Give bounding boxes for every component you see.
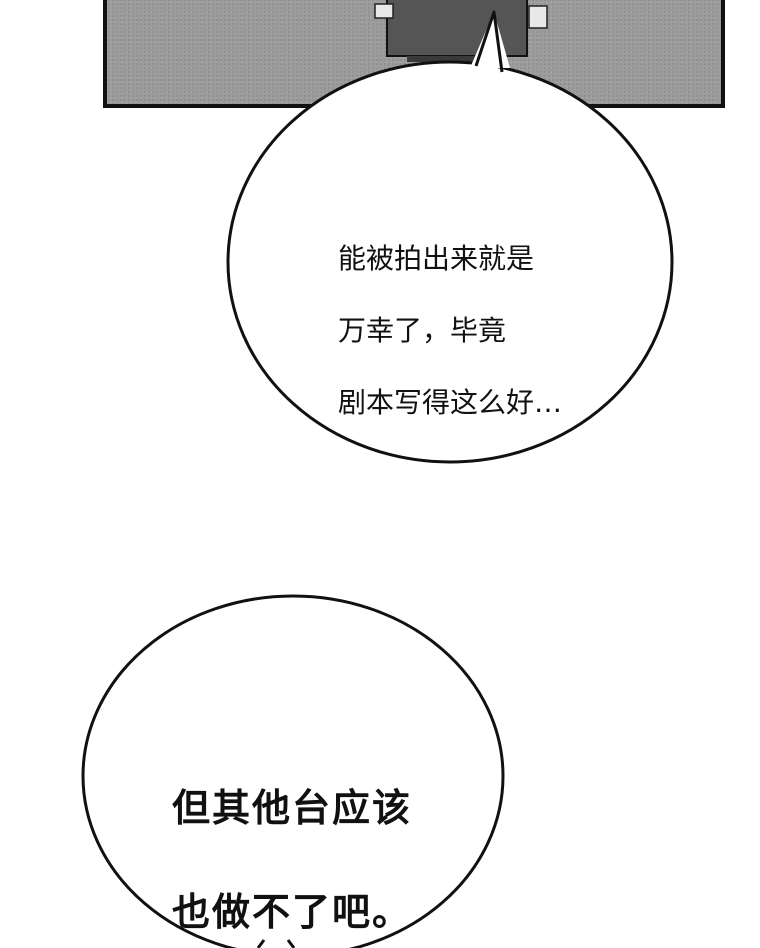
dialogue-line: 万幸了，毕竟 bbox=[338, 314, 507, 347]
speech-bubble-top bbox=[226, 10, 674, 464]
speech-bubble-top-text: 能被拍出来就是 万幸了，毕竟 剧本写得这么好… bbox=[338, 205, 562, 421]
speech-bubble-bottom bbox=[81, 594, 505, 948]
speech-bubble-bottom-text: 但其他台应该 也做不了吧。 bbox=[172, 730, 412, 938]
dialogue-line: 也做不了吧。 bbox=[172, 890, 413, 934]
dialogue-line: 但其他台应该 bbox=[172, 786, 413, 830]
comic-panel bbox=[103, 0, 725, 108]
dialogue-line: 能被拍出来就是 bbox=[338, 242, 535, 275]
dialogue-line: 剧本写得这么好… bbox=[338, 386, 563, 419]
